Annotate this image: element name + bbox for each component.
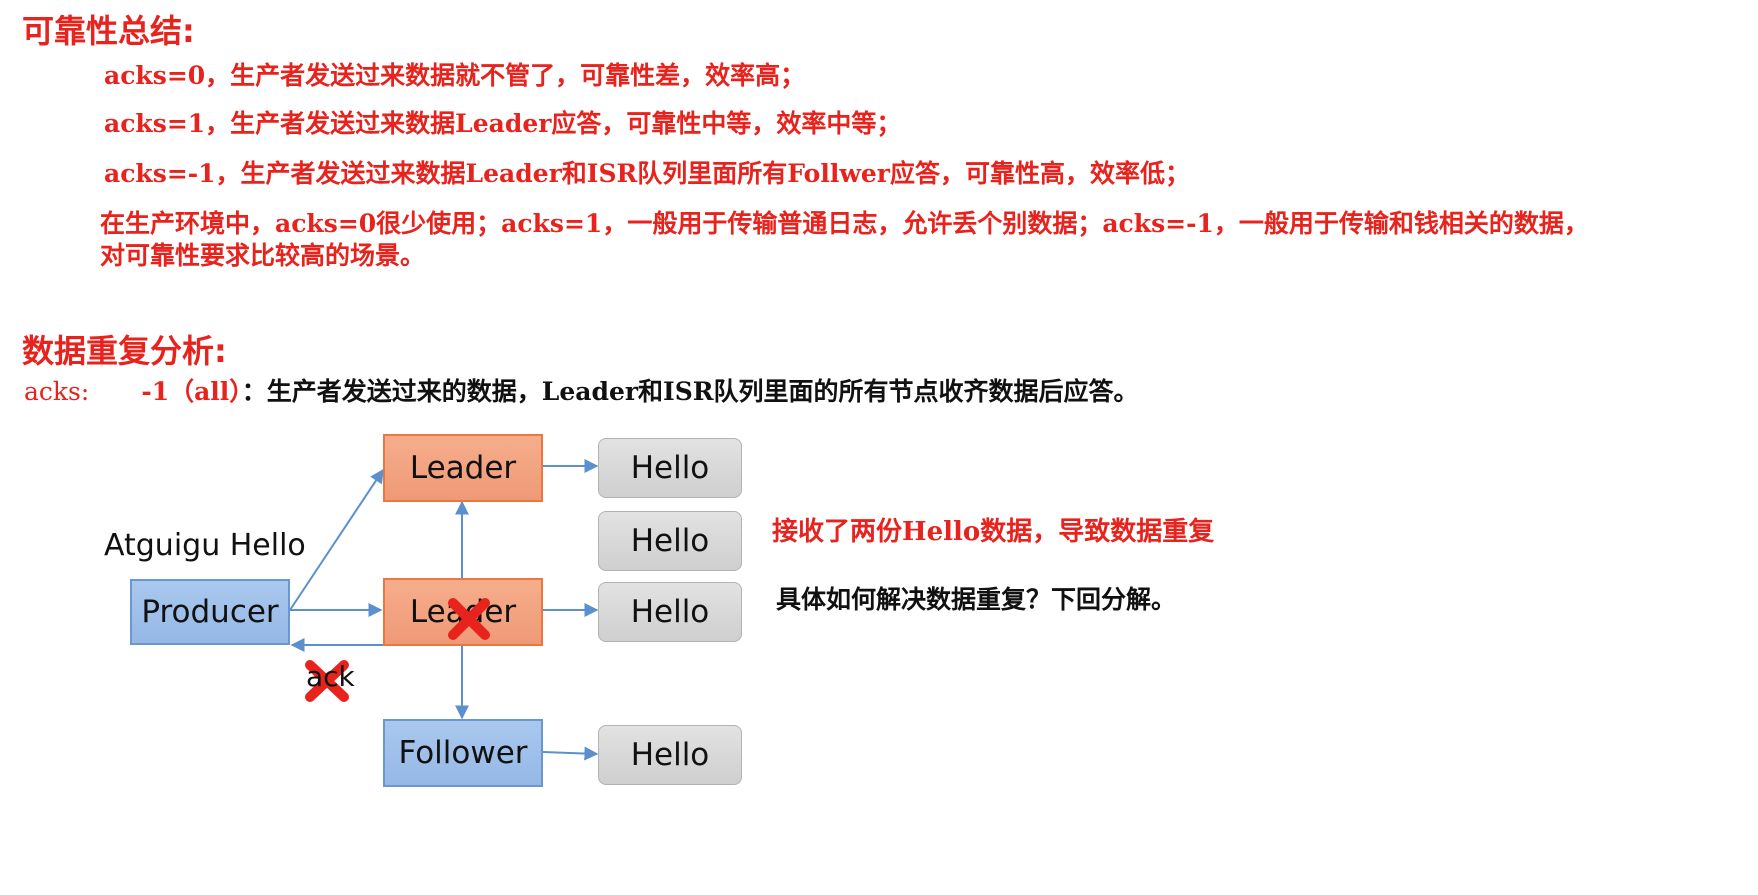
summary-line-production-usage-cont: 对可靠性要求比较高的场景。: [100, 241, 426, 270]
summary-line-production-usage: 在生产环境中，acks=0很少使用；acks=1，一般用于传输普通日志，允许丢个…: [100, 209, 1589, 238]
follower-node: Follower: [383, 719, 543, 787]
duplicate-analysis-title: 数据重复分析:: [22, 332, 227, 370]
acks-value: -1（all）: [141, 377, 242, 406]
acks-label: acks:: [24, 377, 90, 406]
summary-line-acks0: acks=0，生产者发送过来数据就不管了，可靠性差，效率高；: [104, 61, 806, 90]
hello-box-duplicate: Hello: [598, 511, 742, 571]
hello-box-leader-mid: Hello: [598, 582, 742, 642]
message-label: Atguigu Hello: [104, 528, 306, 563]
summary-line-acks1: acks=1，生产者发送过来数据Leader应答，可靠性中等，效率中等；: [104, 109, 902, 138]
summary-line-acks-minus1: acks=-1，生产者发送过来数据Leader和ISR队列里面所有Follwer…: [104, 159, 1190, 188]
failure-x-icon: [448, 598, 490, 640]
ack-label: ack: [306, 660, 355, 693]
ack-failed-x-icon: [305, 660, 349, 702]
producer-node: Producer: [130, 579, 290, 645]
reliability-summary-title: 可靠性总结:: [22, 12, 195, 50]
acks-description: ：生产者发送过来的数据，Leader和ISR队列里面的所有节点收齐数据后应答。: [241, 377, 1139, 406]
next-step-note: 具体如何解决数据重复？下回分解。: [776, 585, 1177, 614]
hello-box-leader-top: Hello: [598, 438, 742, 498]
arrow-follower-to-hello: [542, 746, 599, 761]
duplicate-note: 接收了两份Hello数据，导致数据重复: [772, 517, 1215, 547]
leader-node-top: Leader: [383, 434, 543, 502]
acks-all-line: acks: -1（all）：生产者发送过来的数据，Leader和ISR队列里面的所…: [24, 372, 1139, 408]
hello-box-follower: Hello: [598, 725, 742, 785]
